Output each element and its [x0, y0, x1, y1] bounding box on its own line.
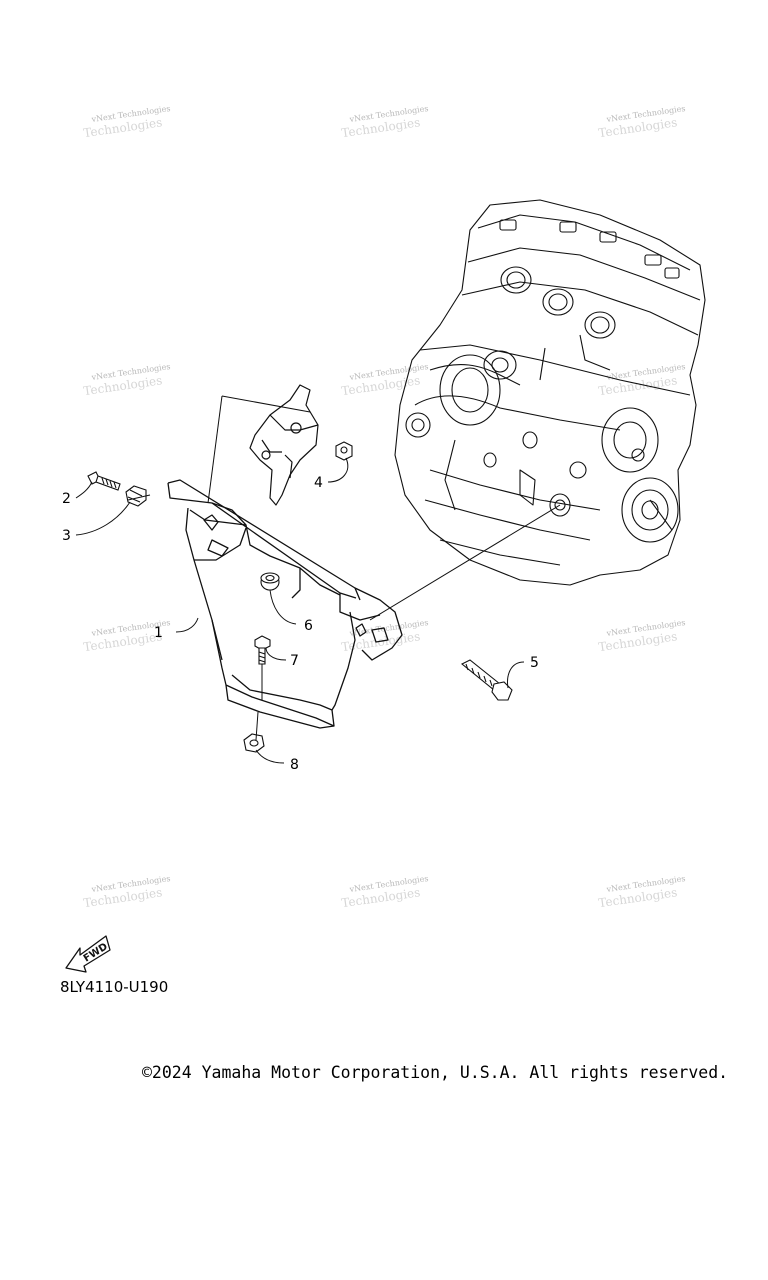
nut-part-8 — [243, 733, 265, 753]
watermark: Technologies vNext Technologies — [341, 104, 429, 140]
copyright-notice: ©2024 Yamaha Motor Corporation, U.S.A. A… — [142, 1063, 729, 1082]
watermark: Technologies vNext Technologies — [598, 874, 686, 910]
watermark: Technologies vNext Technologies — [83, 104, 171, 140]
callouts: 1 2 3 4 5 6 7 8 — [62, 475, 539, 773]
engine-illustration — [394, 199, 706, 586]
callout-2: 2 — [62, 491, 71, 507]
collar-part-6 — [260, 572, 280, 591]
watermark: Technologies vNext Technologies — [83, 874, 171, 910]
watermark: Technologies vNext Technologies — [598, 104, 686, 140]
watermark: Technologies vNext Technologies — [341, 874, 429, 910]
callout-5: 5 — [530, 655, 539, 671]
bolt-part-2 — [87, 471, 121, 491]
callout-3: 3 — [62, 528, 71, 544]
watermark: Technologies vNext Technologies — [598, 618, 686, 654]
watermarks: Technologies vNext Technologies Technolo… — [83, 104, 686, 910]
watermark: Technologies vNext Technologies — [598, 362, 686, 398]
callout-8: 8 — [290, 757, 299, 773]
bolt-part-5 — [460, 659, 513, 701]
clip-part-3 — [125, 485, 147, 507]
nut-part-4 — [335, 441, 353, 461]
watermark: Technologies vNext Technologies — [83, 362, 171, 398]
engine-guard — [167, 479, 403, 729]
callout-4: 4 — [314, 475, 323, 491]
fwd-arrow-icon: FWD — [65, 935, 111, 973]
bolt-part-7 — [254, 635, 271, 665]
callout-7: 7 — [290, 653, 299, 669]
watermark: Technologies vNext Technologies — [341, 362, 429, 398]
part-code: 8LY4110-U190 — [60, 978, 169, 996]
callout-1: 1 — [154, 625, 163, 641]
mounting-bracket — [249, 384, 319, 506]
callout-6: 6 — [304, 618, 313, 634]
leader-lines — [75, 395, 561, 764]
